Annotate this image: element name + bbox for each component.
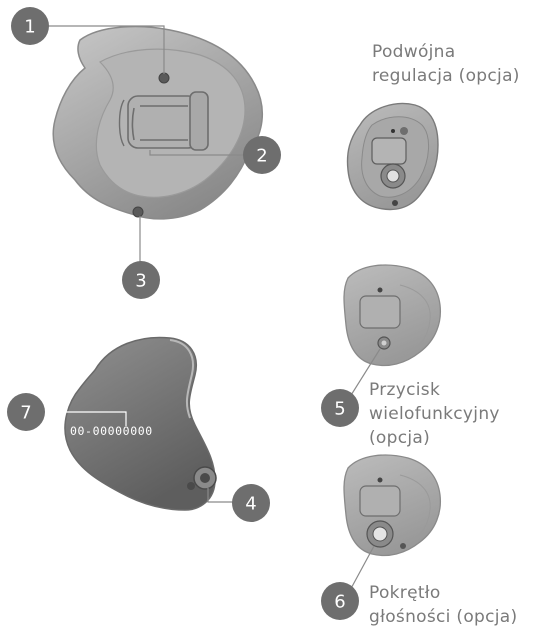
- vk-battery-door: [360, 486, 400, 516]
- dual-button: [400, 127, 408, 135]
- badge-7: 7: [7, 393, 45, 431]
- volume-knob-label-line-1: Pokrętło: [369, 581, 517, 605]
- dual-control-label-line-2: regulacja (opcja): [372, 64, 520, 88]
- battery-door: [120, 92, 209, 150]
- svg-text:5: 5: [334, 399, 345, 420]
- vent-port: [133, 207, 143, 217]
- vk-knob-center: [373, 527, 387, 541]
- dual-vent: [392, 200, 398, 206]
- multifunction-button-label: Przycisk wielofunkcyjny (opcja): [369, 378, 500, 450]
- vent-opening: [187, 482, 195, 490]
- svg-text:6: 6: [334, 592, 345, 613]
- svg-text:3: 3: [135, 271, 146, 292]
- svg-text:2: 2: [256, 146, 267, 167]
- badge-3: 3: [122, 261, 160, 299]
- dual-knob-center: [387, 170, 399, 182]
- multifunction-label-line-1: Przycisk: [369, 378, 500, 402]
- badge-6: 6: [321, 582, 359, 620]
- dual-mic-dot: [391, 129, 395, 133]
- vk-mic-dot: [378, 478, 383, 483]
- svg-text:4: 4: [245, 494, 256, 515]
- multifunction-label-line-2: wielofunkcyjny: [369, 402, 500, 426]
- volume-knob-label-line-2: głośności (opcja): [369, 605, 517, 629]
- dual-control-label-line-1: Podwójna: [372, 40, 520, 64]
- canal-side-hearing-aid-view: 00-00000000: [65, 337, 216, 510]
- multifunction-hearing-aid: [344, 265, 440, 365]
- volume-knob-label: Pokrętło głośności (opcja): [369, 581, 517, 629]
- dual-control-label: Podwójna regulacja (opcja): [372, 40, 520, 88]
- serial-number: 00-00000000: [70, 424, 153, 438]
- mf-battery-door: [360, 296, 400, 328]
- badge-5: 5: [321, 389, 359, 427]
- mf-button-center: [382, 341, 387, 346]
- svg-text:7: 7: [20, 403, 31, 424]
- dual-control-hearing-aid: [348, 104, 439, 210]
- vk-vent: [400, 543, 406, 549]
- svg-text:1: 1: [24, 17, 35, 38]
- main-hearing-aid-faceplate-view: [53, 27, 262, 219]
- multifunction-label-line-3: (opcja): [369, 426, 500, 450]
- receiver-port-inner: [200, 473, 210, 483]
- badge-4: 4: [232, 484, 270, 522]
- mf-mic-dot: [378, 288, 383, 293]
- volume-knob-hearing-aid: [344, 455, 440, 555]
- badge-1: 1: [11, 7, 49, 45]
- dual-battery-door: [372, 138, 406, 164]
- microphone-port: [159, 73, 169, 83]
- badge-2: 2: [243, 136, 281, 174]
